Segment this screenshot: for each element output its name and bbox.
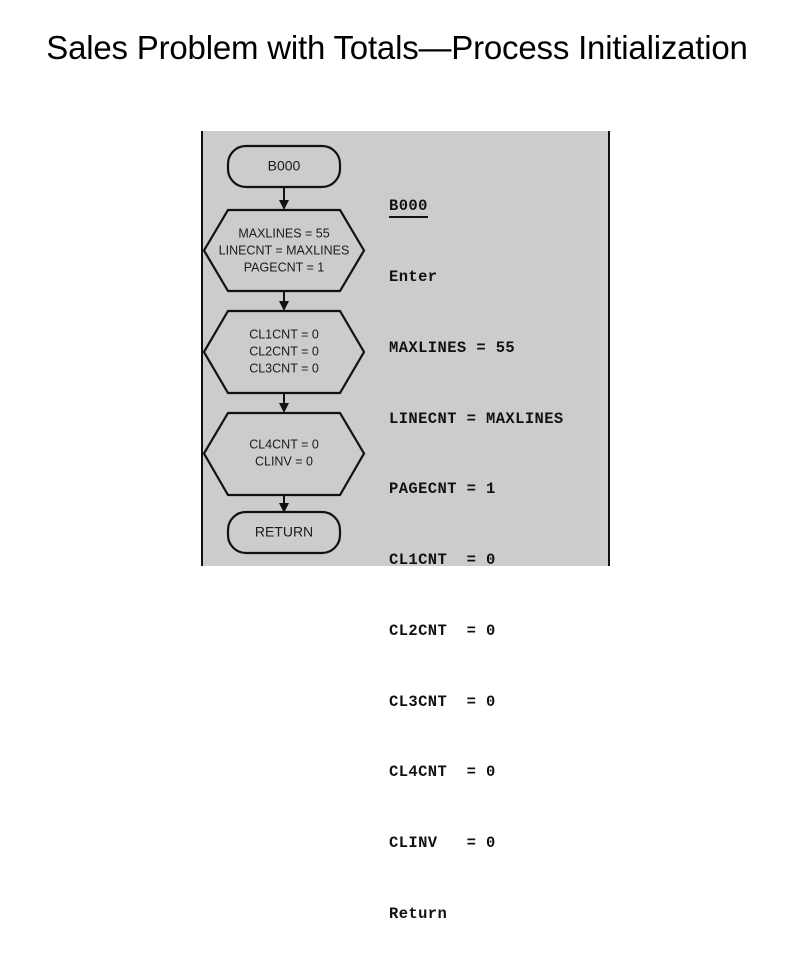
flow-node-preparation-3: CL4CNT = 0 CLINV = 0 (203, 411, 366, 497)
pseudocode-line: CL2CNT = 0 (389, 621, 496, 640)
pseudocode-line: Enter (389, 267, 438, 286)
pseudocode-line: CL4CNT = 0 (389, 763, 496, 782)
figure-panel: B000 MAXLINES = 55 LINECNT = MAXLINES PA… (201, 131, 610, 923)
pseudocode-line: CLINV = 0 (389, 834, 496, 853)
flow-node-preparation-2-line-2: CL3CNT = 0 (249, 361, 319, 375)
pseudocode-line: CL1CNT = 0 (389, 551, 496, 570)
flow-connector-1 (279, 187, 289, 210)
flow-node-preparation-2-line-0: CL1CNT = 0 (249, 327, 319, 341)
flow-node-preparation-3-line-0: CL4CNT = 0 (249, 437, 319, 451)
flow-node-start-terminal-line-0: B000 (268, 158, 301, 174)
pseudocode-line: CL3CNT = 0 (389, 692, 496, 711)
flow-node-end-terminal: RETURN (226, 510, 342, 555)
flow-connector-4 (279, 495, 289, 513)
flow-node-preparation-1-line-2: PAGECNT = 1 (244, 260, 325, 274)
flow-node-preparation-1-line-0: MAXLINES = 55 (238, 226, 329, 240)
flow-connector-3 (279, 393, 289, 413)
flow-node-preparation-3-line-1: CLINV = 0 (255, 454, 313, 468)
pseudocode-line: PAGECNT = 1 (389, 480, 496, 499)
pseudocode-block: B000 Enter MAXLINES = 55 LINECNT = MAXLI… (389, 148, 564, 974)
flow-node-preparation-2-line-1: CL2CNT = 0 (249, 344, 319, 358)
flowchart-diagram: B000 MAXLINES = 55 LINECNT = MAXLINES PA… (203, 131, 393, 566)
page-title: Sales Problem with Totals—Process Initia… (46, 29, 748, 66)
pseudocode-line-text: B000 (389, 197, 428, 219)
flow-node-end-terminal-line-0: RETURN (255, 524, 313, 540)
pseudocode-line: LINECNT = MAXLINES (389, 409, 564, 428)
flow-node-preparation-2: CL1CNT = 0 CL2CNT = 0 CL3CNT = 0 (203, 309, 366, 395)
flow-node-start-terminal: B000 (226, 144, 342, 189)
pseudocode-line: MAXLINES = 55 (389, 338, 516, 357)
pseudocode-line: B000 (389, 195, 564, 219)
flow-connector-2 (279, 291, 289, 311)
flow-node-preparation-1-line-1: LINECNT = MAXLINES (219, 243, 350, 257)
pseudocode-line: Return (389, 905, 448, 923)
flow-node-preparation-1: MAXLINES = 55 LINECNT = MAXLINES PAGECNT… (203, 208, 366, 293)
